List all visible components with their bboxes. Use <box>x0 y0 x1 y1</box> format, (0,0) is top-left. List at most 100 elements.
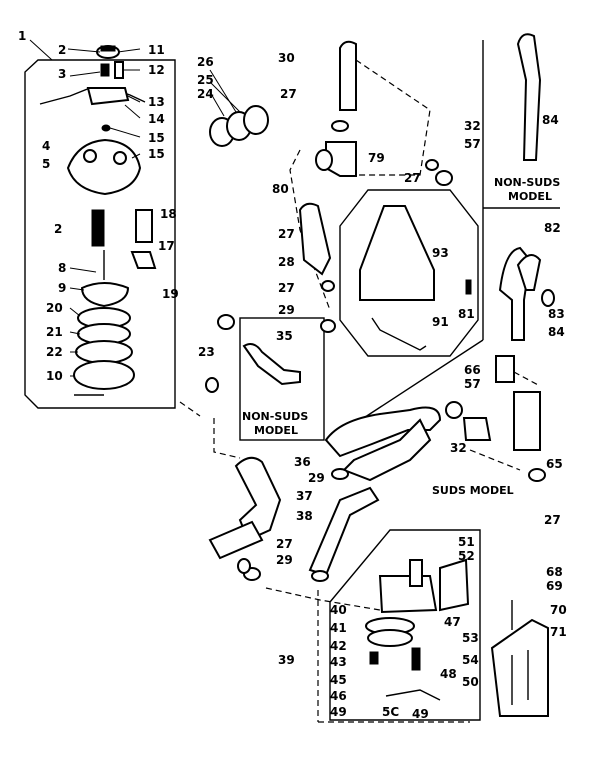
label-3: 3 <box>58 67 66 81</box>
screw-part-2 <box>100 63 110 77</box>
label-81: 81 <box>458 307 475 321</box>
label-17: 17 <box>158 239 175 253</box>
label-84b: 84 <box>548 325 565 339</box>
part-number-labels: 1 2 3 4 5 2 8 9 20 21 22 10 11 12 13 14 … <box>18 29 567 721</box>
caption-non-suds-mid-2: MODEL <box>254 424 298 437</box>
label-39: 39 <box>278 653 295 667</box>
hoses-82-84-right <box>498 246 555 341</box>
label-54: 54 <box>462 653 479 667</box>
label-11: 11 <box>148 43 165 57</box>
label-45: 45 <box>330 673 347 687</box>
label-27f: 27 <box>276 537 293 551</box>
label-20: 20 <box>46 301 63 315</box>
cap-top <box>100 45 116 52</box>
agitator-part-9 <box>80 282 130 308</box>
label-13: 13 <box>148 95 165 109</box>
cam-part-19 <box>130 251 157 269</box>
label-83: 83 <box>548 307 565 321</box>
switch-part-17 <box>135 209 153 243</box>
non-suds-middle-box <box>239 317 325 441</box>
bracket-68-71 <box>490 600 549 717</box>
washers-24-26 <box>209 69 269 147</box>
label-52: 52 <box>458 549 475 563</box>
label-53: 53 <box>462 631 479 645</box>
label-25: 25 <box>197 73 214 87</box>
label-2: 2 <box>58 43 66 57</box>
part-15 <box>101 124 111 132</box>
label-24: 24 <box>197 87 214 101</box>
label-9: 9 <box>58 281 66 295</box>
label-43: 43 <box>330 655 347 669</box>
housing-knob <box>113 151 127 165</box>
label-29a: 29 <box>278 303 295 317</box>
long-hoses <box>179 401 442 611</box>
spring-part-12 <box>114 61 124 79</box>
label-48: 48 <box>440 667 457 681</box>
hose-and-valve <box>289 40 431 311</box>
label-40: 40 <box>330 603 347 617</box>
label-93: 93 <box>432 246 449 260</box>
label-80: 80 <box>272 182 289 196</box>
hose-part-30 <box>339 40 357 111</box>
label-37: 37 <box>296 489 313 503</box>
housing-part-16 <box>66 138 142 196</box>
label-19: 19 <box>162 287 179 301</box>
bracket-part-14 <box>86 87 130 106</box>
label-10: 10 <box>46 369 63 383</box>
label-29c: 29 <box>276 553 293 567</box>
label-57a: 57 <box>464 137 481 151</box>
label-5c: 5C <box>382 705 399 719</box>
label-57b: 57 <box>464 377 481 391</box>
label-35: 35 <box>276 329 293 343</box>
label-82: 82 <box>544 221 561 235</box>
label-26: 26 <box>197 55 214 69</box>
label-69: 69 <box>546 579 563 593</box>
caption-non-suds-top-1: NON-SUDS <box>494 176 560 189</box>
label-65: 65 <box>546 457 563 471</box>
label-5: 5 <box>42 157 50 171</box>
label-46: 46 <box>330 689 347 703</box>
label-79: 79 <box>368 151 385 165</box>
label-32b: 32 <box>450 441 467 455</box>
label-32a: 32 <box>464 119 481 133</box>
label-21: 21 <box>46 325 63 339</box>
label-50: 50 <box>462 675 479 689</box>
label-27c: 27 <box>278 281 295 295</box>
label-4: 4 <box>42 139 50 153</box>
label-2b: 2 <box>54 222 62 236</box>
model-captions: NON-SUDS MODEL NON-SUDS MODEL SUDS MODEL <box>242 176 560 497</box>
label-41: 41 <box>330 621 347 635</box>
label-68: 68 <box>546 565 563 579</box>
pump-part <box>359 205 435 301</box>
label-23: 23 <box>198 345 215 359</box>
label-15a: 15 <box>148 131 165 145</box>
label-51: 51 <box>458 535 475 549</box>
leader-line <box>29 39 53 61</box>
motor-pump-box-39 <box>317 529 481 723</box>
label-66: 66 <box>464 363 481 377</box>
caption-non-suds-mid-1: NON-SUDS <box>242 410 308 423</box>
link-part-2b <box>91 209 105 247</box>
label-71: 71 <box>550 625 567 639</box>
small-fittings <box>205 159 472 582</box>
label-27d: 27 <box>404 171 421 185</box>
suds-valves <box>445 355 546 482</box>
label-30: 30 <box>278 51 295 65</box>
base-part-10 <box>73 360 135 390</box>
tub-assembly-79 <box>339 189 479 357</box>
washer-27 <box>331 120 349 132</box>
label-36: 36 <box>294 455 311 469</box>
label-27a: 27 <box>280 87 297 101</box>
hose-part-84-top <box>516 33 542 161</box>
label-38: 38 <box>296 509 313 523</box>
ring-part-22 <box>75 340 133 364</box>
leader-lines-left <box>67 48 141 377</box>
label-47: 47 <box>444 615 461 629</box>
label-42: 42 <box>330 639 347 653</box>
label-70: 70 <box>550 603 567 617</box>
caption-suds-model: SUDS MODEL <box>432 484 514 497</box>
label-18: 18 <box>160 207 177 221</box>
label-27e: 27 <box>544 513 561 527</box>
label-84a: 84 <box>542 113 559 127</box>
